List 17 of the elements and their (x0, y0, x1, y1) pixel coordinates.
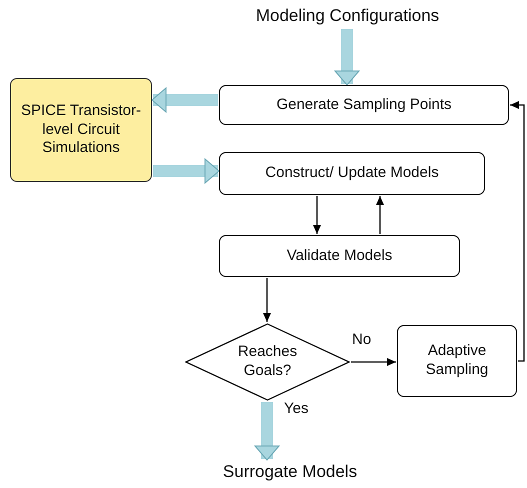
process-box: Construct/ Update Models (219, 152, 485, 195)
arrow (351, 358, 396, 366)
block-arrow (334, 29, 360, 86)
arrow (510, 101, 525, 362)
block-arrow (254, 402, 280, 460)
decision-diamond: Reaches Goals? (185, 323, 350, 401)
process-box: Adaptive Sampling (397, 325, 517, 397)
block-arrow (152, 88, 218, 112)
block-arrow (153, 158, 220, 184)
heading-text: Surrogate Models (185, 460, 395, 484)
simulation-box: SPICE Transistor-level Circuit Simulations (10, 78, 152, 182)
arrow (263, 278, 271, 322)
process-box: Validate Models (219, 235, 460, 277)
arrow (313, 196, 321, 234)
heading-text: Modeling Configurations (235, 4, 460, 28)
process-box: Generate Sampling Points (219, 85, 509, 125)
arrow (376, 196, 384, 234)
